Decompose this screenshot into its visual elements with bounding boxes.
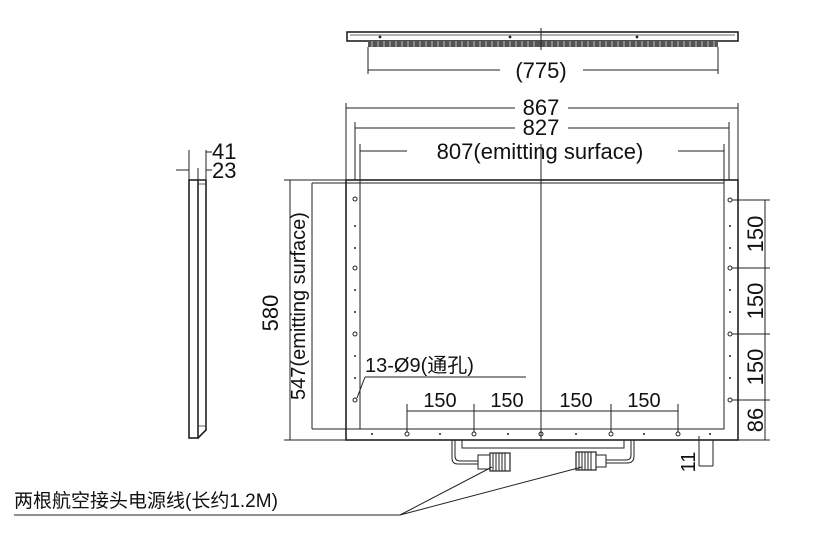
top-view-frame <box>346 31 739 42</box>
cable-note-group: 两根航空接头电源线(长约1.2M) <box>14 466 583 516</box>
side-view: 41 23 <box>176 139 236 439</box>
inner-width-label: 827 <box>523 115 560 140</box>
top-view: (775) <box>346 28 739 83</box>
bottom-spacing-4: 150 <box>627 390 660 412</box>
top-width-label: (775) <box>515 58 566 83</box>
right-spacing-1: 150 <box>743 216 768 253</box>
side-depth-23: 23 <box>212 158 236 183</box>
bottom-spacing-1: 150 <box>423 390 456 412</box>
overall-height-label: 580 <box>258 295 283 332</box>
corner-offset-label: 11 <box>678 452 700 473</box>
connector-left <box>477 454 491 470</box>
hole-note: 13-Ø9(通孔) <box>365 354 474 377</box>
emitting-surface <box>359 182 725 430</box>
bottom-spacing-3: 150 <box>559 390 592 412</box>
emitting-width-label: 807(emitting surface) <box>437 139 644 164</box>
right-spacing-3: 150 <box>743 349 768 386</box>
right-spacing-4: 86 <box>743 408 768 432</box>
top-view-heatsink-fins <box>368 41 718 47</box>
side-view-body <box>188 179 199 439</box>
overall-width-label: 867 <box>523 95 560 120</box>
junction-box <box>461 439 625 449</box>
right-spacing-2: 150 <box>743 283 768 320</box>
bottom-spacing-2: 150 <box>490 390 523 412</box>
cable-note: 两根航空接头电源线(长约1.2M) <box>14 490 278 512</box>
front-view: 867 827 807(emitting surface) 580 547(em… <box>258 95 770 472</box>
side-depth-41: 41 <box>212 139 236 164</box>
emitting-height-label: 547(emitting surface) <box>288 212 310 400</box>
front-outer-frame <box>345 179 739 441</box>
